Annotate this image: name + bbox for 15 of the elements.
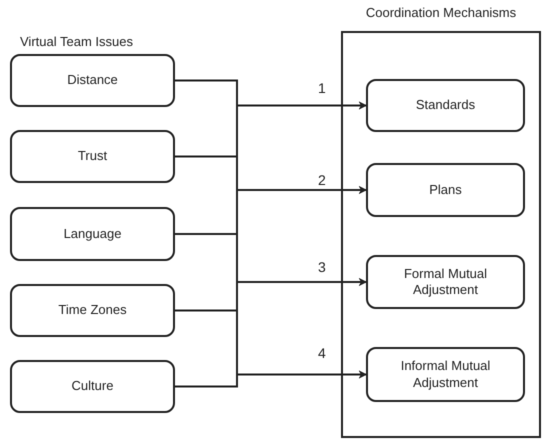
- process-box: Plans: [366, 163, 525, 217]
- process-box: Trust: [10, 130, 175, 183]
- process-box: Distance: [10, 54, 175, 107]
- process-box: Language: [10, 207, 175, 261]
- process-box: Culture: [10, 360, 175, 413]
- process-box: Informal Mutual Adjustment: [366, 347, 525, 402]
- column-heading: Virtual Team Issues: [20, 34, 133, 49]
- step-number: 4: [318, 345, 326, 361]
- step-number: 1: [318, 80, 326, 96]
- process-box: Standards: [366, 79, 525, 132]
- step-number: 3: [318, 259, 326, 275]
- process-box: Time Zones: [10, 284, 175, 337]
- group-heading: Coordination Mechanisms: [364, 5, 518, 20]
- step-number: 2: [318, 172, 326, 188]
- process-box: Formal Mutual Adjustment: [366, 255, 525, 309]
